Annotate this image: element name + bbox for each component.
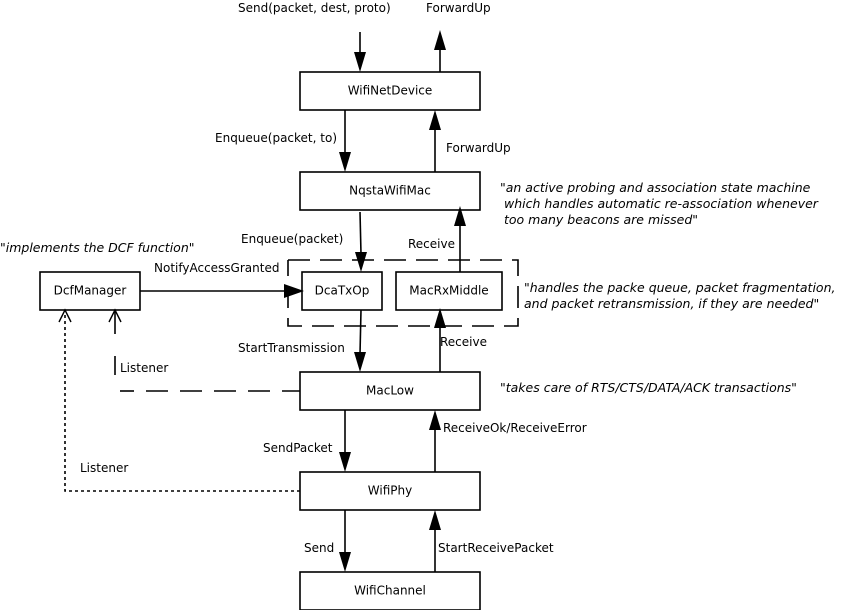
arrow-enqueue-packet-to — [339, 110, 351, 172]
nqsta-wifi-mac-box: NqstaWifiMac — [299, 171, 481, 211]
dcf-manager-label: DcfManager — [54, 284, 127, 298]
label-listener-dotted: Listener — [80, 461, 128, 475]
nqsta-wifi-mac-label: NqstaWifiMac — [349, 184, 431, 198]
arrow-forward-up-top — [434, 30, 446, 72]
label-receive-ok-error: ReceiveOk/ReceiveError — [443, 421, 587, 435]
arrow-start-transmission — [354, 309, 366, 372]
note-nqsta-line3-text: too many beacons are missed — [504, 212, 692, 227]
note-nqsta-line2: which handles automatic re-association w… — [504, 196, 819, 211]
arrow-send-packet — [339, 410, 351, 472]
note-nqsta-line1-text: an active probing and association state … — [506, 180, 811, 195]
label-receive-lower: Receive — [440, 335, 487, 349]
wifi-phy-box: WifiPhy — [299, 471, 481, 511]
note-nqsta-close-quote: " — [692, 212, 698, 227]
arrow-send — [339, 510, 351, 572]
mac-low-label: MacLow — [366, 384, 414, 398]
arrow-listener-dotted — [58, 308, 300, 492]
arrow-receive-upper — [454, 206, 466, 272]
note-queue-line2-text: and packet retransmission, if they are n… — [524, 296, 814, 311]
wifi-channel-label: WifiChannel — [354, 584, 426, 598]
label-notify-access-granted: NotifyAccessGranted — [154, 261, 279, 275]
wifi-net-device-box: WifiNetDevice — [299, 71, 481, 111]
label-enqueue-packet-to: Enqueue(packet, to) — [215, 131, 337, 145]
arrow-forward-up-mid — [429, 110, 441, 172]
label-send-packet-dest-proto: Send(packet, dest, proto) — [238, 1, 391, 15]
note-maclow-open-quote: " — [500, 380, 506, 395]
note-queue-line2: and packet retransmission, if they are n… — [524, 296, 819, 311]
note-maclow-close-quote: " — [791, 380, 797, 395]
queue-group-outline — [287, 259, 519, 327]
note-dcf-text: implements the DCF function — [6, 240, 189, 255]
note-queue-close-quote: " — [813, 296, 819, 311]
label-send-packet: SendPacket — [263, 441, 333, 455]
note-nqsta-line1: "an active probing and association state… — [500, 180, 811, 195]
label-forward-up-top: ForwardUp — [426, 1, 491, 15]
label-start-transmission: StartTransmission — [238, 341, 345, 355]
label-receive-upper: Receive — [408, 237, 455, 251]
arrow-receive-lower — [434, 308, 446, 372]
dca-tx-op-box: DcaTxOp — [301, 271, 383, 311]
label-listener-dashed: Listener — [120, 361, 168, 375]
label-forward-up-mid: ForwardUp — [446, 141, 511, 155]
wifi-phy-label: WifiPhy — [368, 484, 412, 498]
note-maclow: "takes care of RTS/CTS/DATA/ACK transact… — [500, 380, 797, 395]
mac-rx-middle-box: MacRxMiddle — [395, 271, 503, 311]
dca-tx-op-label: DcaTxOp — [315, 284, 370, 298]
note-nqsta-open-quote: " — [500, 180, 506, 195]
note-maclow-text: takes care of RTS/CTS/DATA/ACK transacti… — [506, 380, 792, 395]
note-queue-open-quote: " — [524, 280, 530, 295]
mac-low-box: MacLow — [299, 371, 481, 411]
note-dcf: "implements the DCF function" — [0, 240, 195, 255]
note-nqsta-line3: too many beacons are missed" — [504, 212, 698, 227]
arrow-receive-ok-error — [429, 410, 441, 472]
arrow-notify-access-granted — [140, 284, 304, 298]
note-queue-line1: "handles the packe queue, packet fragmen… — [524, 280, 835, 295]
arrow-start-receive-packet — [429, 510, 441, 572]
label-enqueue-packet: Enqueue(packet) — [241, 232, 343, 246]
wifi-net-device-label: WifiNetDevice — [348, 84, 433, 98]
dcf-manager-box: DcfManager — [39, 271, 141, 311]
mac-rx-middle-label: MacRxMiddle — [409, 284, 488, 298]
wifi-channel-box: WifiChannel — [299, 571, 481, 610]
label-start-receive-packet: StartReceivePacket — [438, 541, 554, 555]
arrow-listener-dashed — [108, 308, 300, 392]
note-dcf-close-quote: " — [189, 240, 195, 255]
label-send: Send — [304, 541, 334, 555]
note-queue-line1-text: handles the packe queue, packet fragment… — [530, 280, 836, 295]
arrow-send-packet-down — [354, 32, 366, 72]
arrow-enqueue-packet — [355, 211, 367, 272]
note-dcf-open-quote: " — [0, 240, 6, 255]
